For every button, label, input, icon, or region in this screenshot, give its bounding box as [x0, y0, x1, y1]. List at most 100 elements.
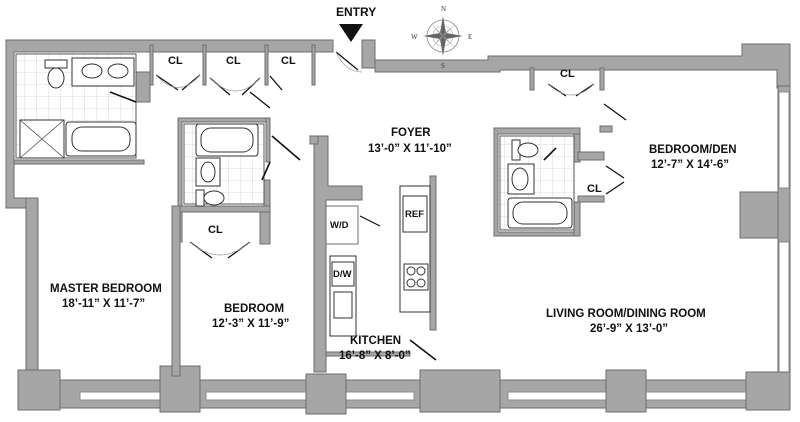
toilet-bowl-3: [517, 142, 539, 158]
toilet-bowl-2: [203, 190, 225, 206]
wall-closet-div4: [311, 44, 316, 86]
pier-3: [305, 373, 347, 415]
tub-1-inner: [71, 126, 131, 152]
swing-bedroom-closet: [189, 241, 251, 256]
entry-label: ENTRY: [336, 5, 376, 19]
kitchen-dims: 16’-8” X 8’-0”: [339, 350, 411, 362]
closet-label-6: CL: [587, 183, 602, 195]
compass-rose-icon: [423, 16, 463, 56]
den-bath-door: [543, 147, 557, 161]
wall-closet-div1: [149, 44, 154, 86]
master-bedroom-name: MASTER BEDROOM: [50, 283, 162, 295]
bedroom-bath-door-2: [271, 135, 301, 161]
sink-1: [81, 63, 103, 79]
shower-x: [19, 119, 65, 159]
wall-kitchen-bottom: [325, 351, 411, 357]
den-bath: [499, 135, 575, 231]
wall-den-bath: [493, 127, 581, 237]
closet-label-4: CL: [560, 68, 575, 80]
bedroom-name: BEDROOM: [224, 303, 284, 315]
foyer-name: FOYER: [391, 127, 431, 139]
kitchen-sink: [333, 291, 353, 319]
wall-den-closet-r: [577, 195, 605, 203]
wall-right-pier: [739, 191, 779, 239]
window-right-1: [778, 91, 790, 189]
door-swings: [155, 51, 595, 256]
refrigerator-box: [402, 195, 428, 233]
wall-den-top-closet-l: [529, 67, 535, 91]
tub-2-inner: [200, 127, 254, 153]
window-bottom-2: [205, 391, 307, 401]
bottom-piers: [17, 365, 791, 415]
tub-3-inner: [512, 201, 568, 225]
washer-dryer-box: [325, 205, 359, 245]
burner-3: [406, 278, 416, 288]
pier-2: [159, 365, 201, 413]
swing-1: [155, 74, 201, 88]
wall-den-closet: [577, 151, 605, 161]
room-labels: FOYER 13’-0” X 11’-10” MASTER BEDROOM 18…: [50, 127, 737, 362]
closet-label-5: CL: [208, 224, 223, 236]
swing-den-closet-top: [547, 83, 595, 96]
window-bottom-1: [79, 391, 161, 401]
swing-entry: [335, 51, 363, 73]
living-dining-dims: 26’-9” X 13’-0”: [590, 323, 668, 335]
wall-foyer-left: [309, 135, 319, 145]
interior-walls: [13, 44, 613, 377]
bedroom-closet-door: [189, 241, 251, 259]
sink-4: [511, 167, 529, 191]
closet-3-door: [269, 75, 283, 91]
burner-4: [416, 278, 426, 288]
compass-n: N: [441, 5, 446, 13]
window-bottom-5: [645, 391, 747, 401]
living-dining-name: LIVING ROOM/DINING ROOM: [546, 308, 706, 320]
kitchen-name: KITCHEN: [350, 335, 401, 347]
wall-master-bedroom-right: [171, 205, 181, 377]
swing-2: [209, 77, 261, 92]
pier-6: [745, 371, 791, 411]
wall-top-entry: [361, 39, 376, 69]
closet-label-3: CL: [281, 55, 296, 67]
window-bottom-3: [345, 391, 415, 401]
closet-label-1: CL: [168, 55, 183, 67]
entry-arrow-icon: [339, 24, 363, 42]
wall-master-bath: [13, 159, 145, 165]
refrigerator-label: REF: [405, 209, 424, 220]
pier-5: [605, 369, 647, 413]
wall-kitchen-left: [308, 135, 363, 373]
bedroom-den-name: BEDROOM/DEN: [649, 144, 737, 156]
wall-closets-bottom: [135, 71, 151, 103]
den-door: [603, 103, 627, 121]
closet-label-2: CL: [226, 55, 241, 67]
burner-2: [416, 266, 426, 276]
stove: [403, 263, 429, 291]
compass-w: W: [411, 33, 418, 41]
wall-left: [25, 197, 39, 381]
window-right-2: [778, 241, 790, 393]
master-bath-door: [109, 91, 137, 103]
burner-1: [406, 266, 416, 276]
window-bottom-4: [507, 391, 609, 401]
wall-bath-right: [265, 117, 271, 163]
wall-bath-bottom: [177, 205, 271, 213]
master-bedroom-dims: 18’-11” X 11’-7”: [62, 298, 145, 310]
wd-door: [359, 215, 381, 227]
closet-2-door: [209, 77, 261, 96]
wall-closet-div2: [202, 44, 207, 86]
toilet-tank-2: [195, 189, 205, 207]
sink-2: [107, 63, 129, 79]
dishwasher-box: [331, 261, 355, 287]
wall-bedroom-closet-r: [259, 211, 271, 245]
foyer-dims: 13’-0” X 11’-10”: [368, 143, 452, 155]
bedroom-bath-door: [261, 161, 271, 181]
wall-kitchen-right: [429, 175, 437, 331]
closet-labels: CL CL CL CL CL CL: [168, 55, 602, 236]
wall-den-closet-bot: [573, 201, 581, 237]
entry-door: [335, 51, 359, 71]
wall-den-top-closet-r: [599, 67, 605, 91]
bedroom-bath: [183, 123, 301, 207]
wall-top-left: [5, 39, 334, 209]
sink-3: [200, 161, 216, 183]
washer-dryer-label: W/D: [330, 220, 349, 231]
